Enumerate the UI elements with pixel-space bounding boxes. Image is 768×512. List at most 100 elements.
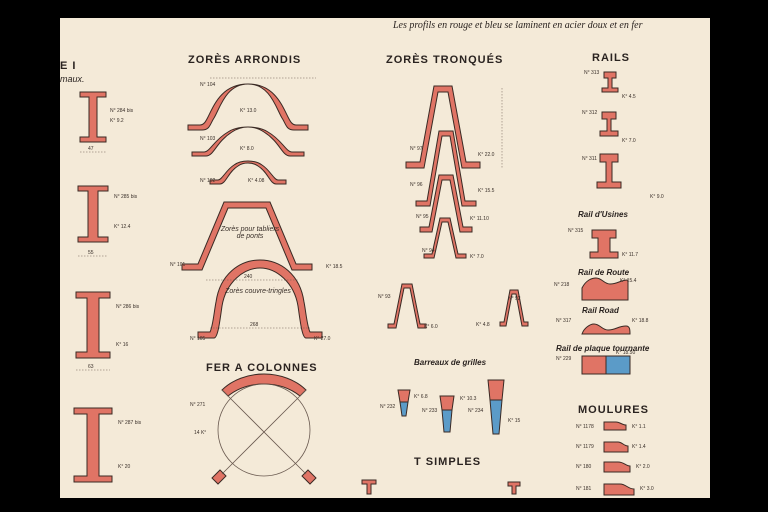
rail-plaque-no: N° 229: [556, 356, 572, 362]
rail-313: [601, 71, 619, 93]
tronque-93-weight: K° 6.0: [424, 324, 438, 330]
fer-colonnes-no: N° 271: [190, 402, 206, 408]
zores-104-no: N° 104: [200, 82, 216, 88]
rails-title: RAILS: [592, 52, 630, 64]
ibeam-287-weight: K° 20: [118, 464, 131, 470]
ibeam-284-weight: K° 9.2: [110, 118, 124, 124]
fer-colonnes-271: [211, 373, 317, 485]
moulure-1179: [603, 441, 629, 453]
rail-311: [596, 153, 622, 189]
moulure-181-no: N° 181: [576, 486, 592, 492]
barreau-233-no: N° 233: [422, 408, 438, 414]
zores-arrondi-103: [191, 126, 305, 157]
zores-tronques-title: ZORÈS TRONQUÉS: [386, 54, 504, 66]
ibeam-284: [79, 91, 107, 143]
rail-plaque-229: [581, 355, 631, 375]
moulure-180: [603, 461, 631, 473]
ibeam-286-no: N° 286 bis: [116, 304, 140, 310]
rail-312-weight: K° 7.0: [622, 138, 636, 144]
moulure-1178-weight: K° 1.1: [632, 424, 646, 430]
zores-101-dim: 240: [244, 274, 253, 280]
ibeam-287: [73, 407, 113, 483]
moulure-1179-no: N° 1179: [576, 444, 594, 450]
ibeam-286-dim: 63: [88, 364, 94, 370]
rail-route-no: N° 218: [554, 282, 570, 288]
zores-105-no: N° 105: [190, 336, 206, 342]
rail-313-no: N° 313: [584, 70, 600, 76]
zores-couvre-tringles-105: [197, 259, 323, 339]
moulure-1178-no: N° 1178: [576, 424, 594, 430]
fer-colonnes-weight: 14 K°: [194, 430, 207, 436]
tronque-94-no: N° 94: [422, 248, 435, 254]
drawing-layer: [73, 71, 635, 496]
zores-tronque-95: [419, 174, 473, 233]
t-simple-1: [361, 479, 377, 495]
moulure-181: [603, 483, 635, 496]
moulure-181-weight: K° 3.0: [640, 486, 654, 492]
moulure-1179-weight: K° 1.4: [632, 444, 646, 450]
rail-312: [599, 111, 619, 137]
rail-311-no: N° 311: [582, 156, 597, 162]
zores-tronque-94: [423, 217, 467, 259]
ibeam-284-dim: 47: [88, 146, 94, 152]
ibeam-287-no: N° 287 bis: [118, 420, 142, 426]
zores-104-weight: K° 13.0: [240, 108, 257, 114]
zores-arrondis-title: ZORÈS ARRONDIS: [188, 54, 302, 66]
barreaux-title: Barreaux de grilles: [414, 358, 487, 367]
rail-312-no: N° 312: [582, 110, 598, 116]
zores-103-no: N° 103: [200, 136, 216, 142]
zores-ponts-label: Zorès pour tabliers de ponts: [220, 226, 280, 240]
zores-ponts-101: [181, 201, 313, 271]
ibeam-284-no: N° 284 bis: [110, 108, 134, 114]
tronque-96-no: N° 96: [410, 182, 423, 188]
rail-313-weight: K° 4.5: [622, 94, 636, 100]
tronque-92-no: N° 92: [508, 296, 521, 302]
tronque-93-no: N° 93: [378, 294, 391, 300]
barreau-232: [397, 389, 411, 417]
zores-tronque-93: [387, 283, 427, 329]
barreau-232-no: N° 232: [380, 404, 396, 410]
rail-route-weight: K° 15.4: [620, 278, 637, 284]
zores-103-weight: K° 8.0: [240, 146, 254, 152]
barreau-233-weight: K° 10.3: [460, 396, 477, 402]
rail-road-weight: K° 18.8: [632, 318, 649, 324]
barreau-234-no: N° 234: [468, 408, 484, 414]
tronque-95-weight: K° 11.10: [470, 216, 489, 222]
tronque-96-weight: K° 15.5: [478, 188, 495, 194]
barreau-234-weight: K° 15: [508, 418, 521, 424]
barreau-234: [487, 379, 505, 435]
ibeam-285: [77, 185, 109, 243]
tronque-94-weight: K° 7.0: [470, 254, 484, 260]
zores-arrondi-104: [187, 83, 309, 131]
header-note: Les profils en rouge et bleu se laminent…: [393, 20, 643, 31]
zores-102-weight: K° 4.08: [248, 178, 265, 184]
moulure-180-no: N° 180: [576, 464, 592, 470]
barreau-232-weight: K° 6.8: [414, 394, 428, 400]
rail-road-label: Rail Road: [582, 306, 619, 315]
rail-route-label: Rail de Route: [578, 268, 630, 277]
ibeam-285-dim: 55: [88, 250, 94, 256]
catalogue-sheet: Les profils en rouge et bleu se laminent…: [60, 18, 710, 498]
rail-usines-weight: K° 11.7: [622, 252, 639, 258]
tronque-95-no: N° 95: [416, 214, 429, 220]
zores-101-weight: K° 18.5: [326, 264, 343, 270]
rail-road-317: [581, 323, 631, 335]
zores-tronque-96: [415, 130, 477, 207]
rail-usines-no: N° 315: [568, 228, 584, 234]
rail-311-weight: K° 9.0: [650, 194, 664, 200]
rail-plaque-weight: K° 18.50: [616, 350, 636, 356]
moulures-title: MOULURES: [578, 404, 649, 416]
ibeam-286: [75, 291, 111, 359]
zores-tronque-97: [405, 85, 481, 169]
zores-tronque-92: [499, 289, 529, 327]
left-subtitle: maux.: [60, 74, 85, 84]
zores-101-no: N° 101: [170, 262, 186, 268]
rail-usines-315: [589, 229, 619, 259]
rail-usines-label: Rail d'Usines: [578, 210, 628, 219]
t-simple-2: [507, 481, 521, 495]
ibeam-285-weight: K° 12.4: [114, 224, 131, 230]
ibeam-285-no: N° 285 bis: [114, 194, 138, 200]
fer-colonnes-title: FER A COLONNES: [206, 362, 318, 374]
zores-couvre-label: Zorès couvre-tringles: [225, 288, 291, 295]
zores-arrondi-102: [209, 160, 287, 185]
